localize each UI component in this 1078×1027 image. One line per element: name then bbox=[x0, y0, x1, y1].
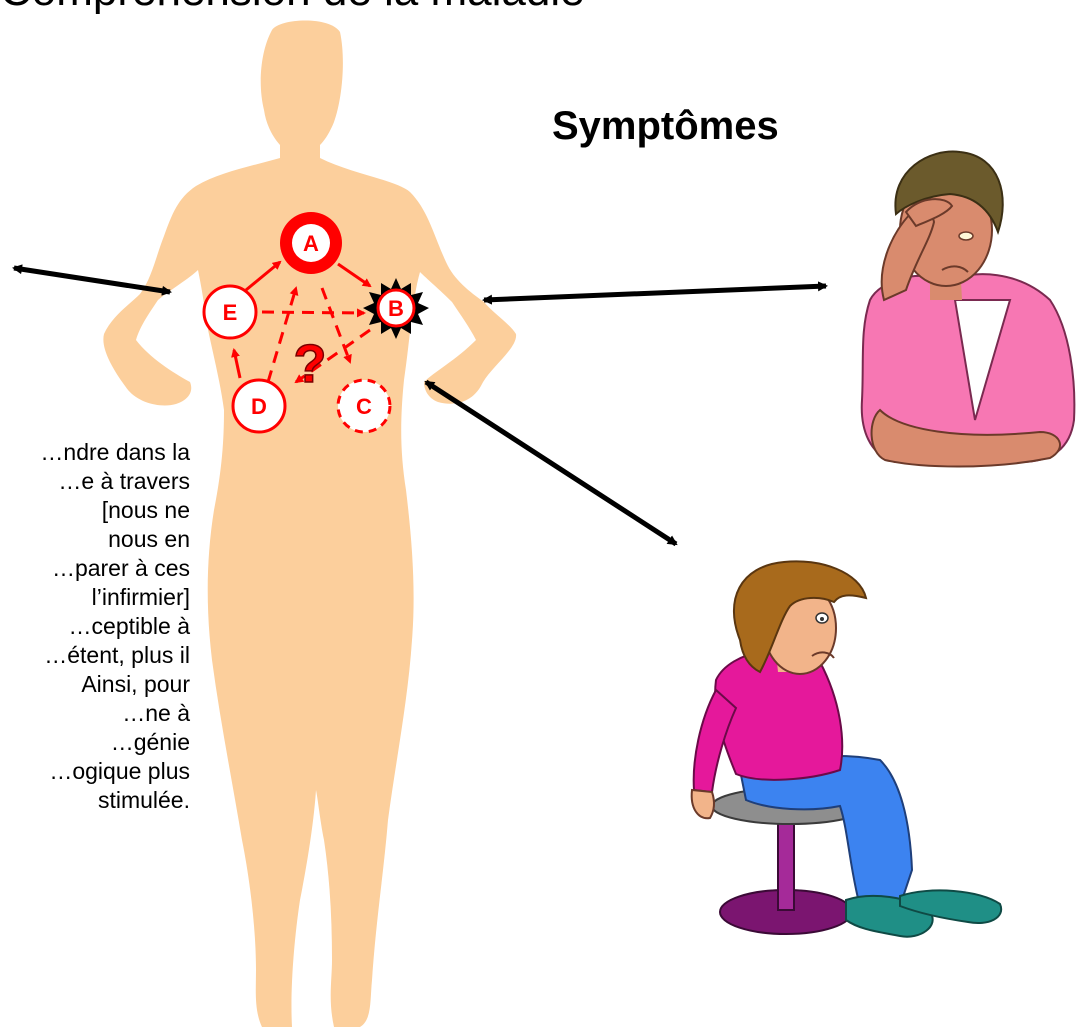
node-c: C bbox=[338, 380, 390, 432]
body-line: …ceptible à bbox=[0, 612, 190, 641]
body-line: [nous ne bbox=[0, 496, 190, 525]
body-line: …génie bbox=[0, 728, 190, 757]
symptoms-heading: Symptômes bbox=[552, 104, 779, 149]
body-line: stimulée. bbox=[0, 786, 190, 815]
body-line: …e à travers bbox=[0, 467, 190, 496]
arrow-to-symptoms bbox=[484, 286, 826, 300]
body-line: l’infirmier] bbox=[0, 583, 190, 612]
svg-text:E: E bbox=[223, 300, 238, 325]
node-d: D bbox=[233, 380, 285, 432]
body-line: nous en bbox=[0, 525, 190, 554]
body-line: …ndre dans la bbox=[0, 438, 190, 467]
node-a: A bbox=[280, 212, 342, 274]
arrow-to-sad-girl bbox=[426, 382, 676, 544]
body-line: …ogique plus bbox=[0, 757, 190, 786]
svg-text:B: B bbox=[388, 296, 404, 321]
headache-woman-clipart bbox=[862, 152, 1075, 467]
svg-text:D: D bbox=[251, 394, 267, 419]
body-line: …ne à bbox=[0, 699, 190, 728]
svg-text:C: C bbox=[356, 394, 372, 419]
body-line: Ainsi, pour bbox=[0, 670, 190, 699]
arrow-left bbox=[14, 268, 170, 292]
body-line: …parer à ces bbox=[0, 554, 190, 583]
node-e: E bbox=[204, 286, 256, 338]
svg-text:A: A bbox=[303, 231, 319, 256]
body-text-block: …ndre dans la …e à travers [nous ne nous… bbox=[0, 438, 190, 815]
body-line: …étent, plus il bbox=[0, 641, 190, 670]
sad-girl-on-stool-clipart bbox=[692, 561, 1001, 936]
question-mark: ? bbox=[294, 334, 327, 394]
